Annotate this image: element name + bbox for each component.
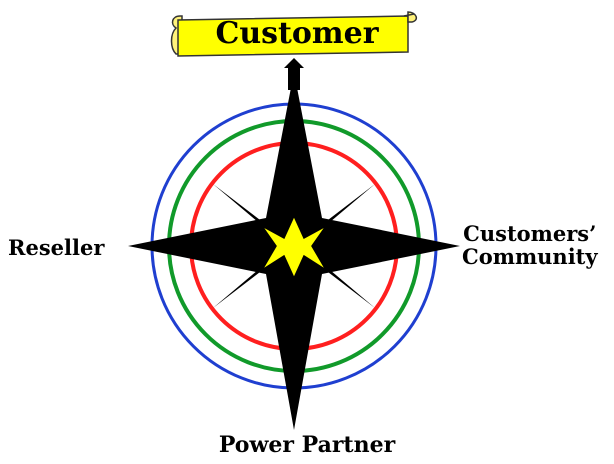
- star-diagonal-points: [213, 184, 375, 308]
- center-star: [261, 214, 327, 280]
- top-arrow-head: [284, 58, 304, 90]
- banner-label: Customer: [215, 16, 379, 51]
- power-partner-label: Power Partner: [218, 432, 396, 458]
- customers-community-line1: Customers’: [463, 221, 597, 246]
- customer-banner: [170, 11, 418, 57]
- customers-community-line2: Community: [462, 244, 598, 270]
- reseller-label: Reseller: [8, 235, 105, 260]
- customers-community-label: Customers’ Community: [462, 222, 598, 268]
